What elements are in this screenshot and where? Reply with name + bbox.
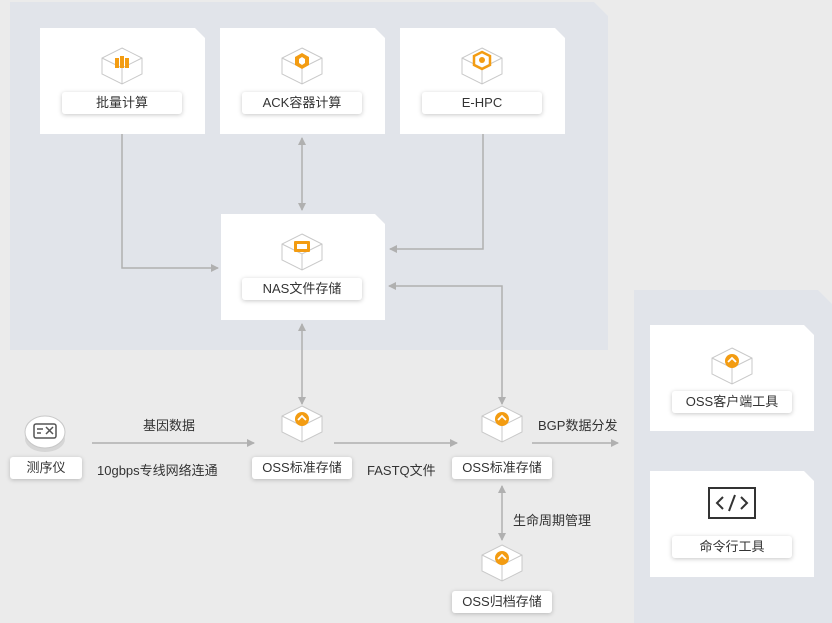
oss-icon <box>478 543 526 585</box>
edge-label-fastq: FASTQ文件 <box>367 463 436 478</box>
sequencer-label: 测序仪 <box>10 457 82 479</box>
oss-client-label: OSS客户端工具 <box>672 391 792 413</box>
oss-icon <box>708 346 756 388</box>
oss-standard-label-1: OSS标准存储 <box>252 457 352 479</box>
oss-archive-label: OSS归档存储 <box>452 591 552 613</box>
ehpc-label: E-HPC <box>422 92 542 114</box>
hpc-icon <box>458 46 506 88</box>
edge-label-network: 10gbps专线网络连通 <box>97 463 218 478</box>
code-icon <box>707 486 757 522</box>
edge-label-gene-data: 基因数据 <box>143 418 196 433</box>
nas-label: NAS文件存储 <box>242 278 362 300</box>
oss-standard-label-2: OSS标准存储 <box>452 457 552 479</box>
ack-label: ACK容器计算 <box>242 92 362 114</box>
oss-icon <box>478 404 526 446</box>
batch-compute-icon <box>98 46 146 88</box>
oss-icon <box>278 404 326 446</box>
arrow-ehpc-to-nas <box>389 134 484 253</box>
arrow-nas-oss2 <box>388 282 506 405</box>
sequencer-icon <box>22 412 68 458</box>
nas-storage-icon <box>278 232 326 274</box>
edge-label-bgp: BGP数据分发 <box>538 418 618 433</box>
edge-label-lifecycle: 生命周期管理 <box>513 513 592 528</box>
container-icon <box>278 46 326 88</box>
arrow-batch-to-nas <box>121 134 219 272</box>
cli-label: 命令行工具 <box>672 536 792 558</box>
batch-compute-label: 批量计算 <box>62 92 182 114</box>
